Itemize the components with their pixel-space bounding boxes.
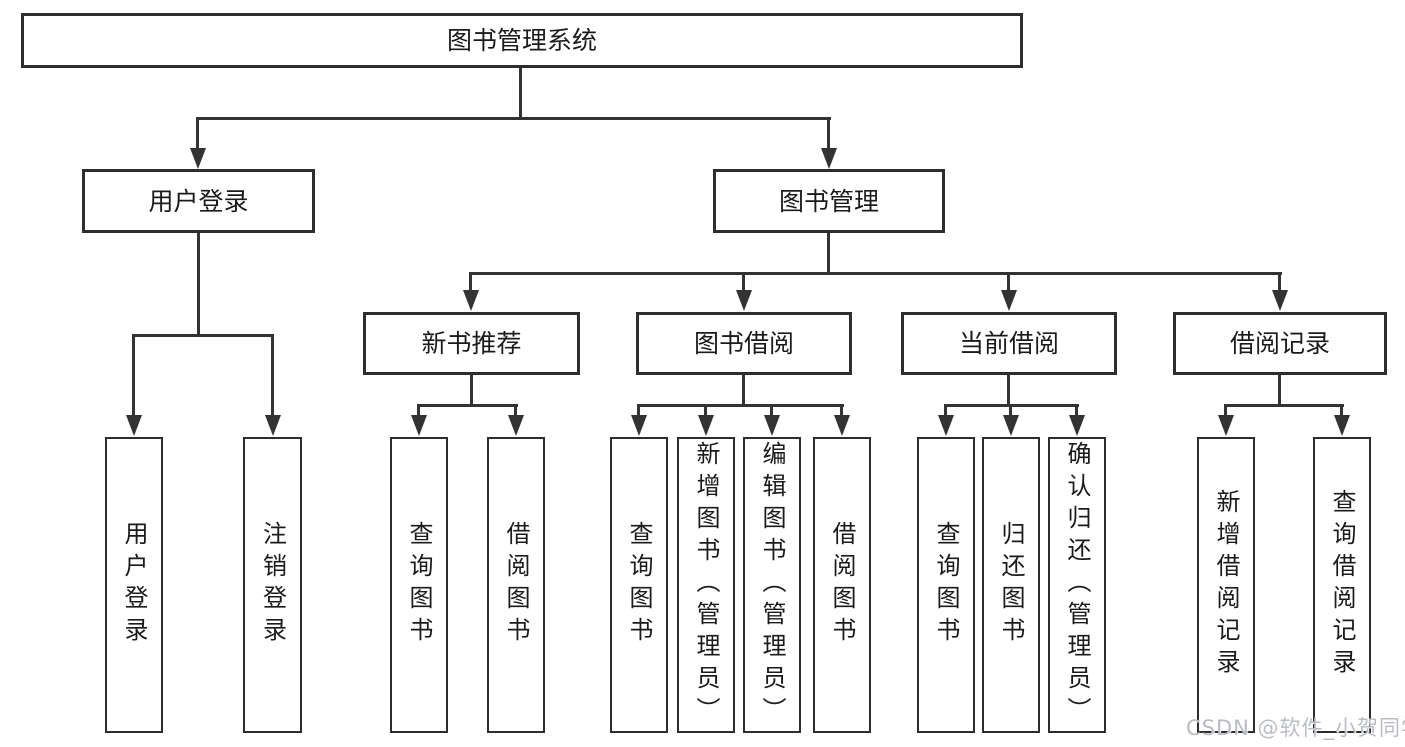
connector-userlogin-branch	[133, 334, 273, 337]
connector-newbook-stub	[470, 375, 473, 406]
connector-newbook-branch	[418, 404, 518, 407]
connector-arrow-borrow-book-1	[507, 404, 524, 436]
node-book-borrowing: 图书借阅	[636, 312, 852, 375]
leaf-borrow-book-borrowing: 借阅图书	[813, 437, 871, 733]
connector-arrow-return-book	[1002, 404, 1019, 436]
connector-arrow-current-borrowing	[1000, 272, 1017, 311]
csdn-watermark: CSDN @软件_小贺同学	[1186, 716, 1405, 740]
connector-root-stub	[519, 66, 522, 118]
connector-arrow-add-record	[1217, 404, 1234, 436]
leaf-add-borrow-record: 新增借阅记录	[1197, 437, 1255, 733]
connector-arrow-book-borrowing	[735, 272, 752, 311]
connector-arrow-new-book	[462, 272, 479, 311]
node-user-login: 用户登录	[82, 169, 315, 233]
connector-arrow-borrow-records	[1271, 272, 1288, 311]
connector-bookmgmt-stub	[827, 233, 830, 274]
leaf-add-book-admin: 新增图书（管理员）	[677, 437, 735, 733]
leaf-query-borrow-record: 查询借阅记录	[1313, 437, 1371, 733]
connector-records-branch	[1225, 404, 1344, 407]
connector-arrow-query-book-1	[410, 404, 427, 436]
connector-arrow-edit-book	[763, 404, 780, 436]
connector-records-stub	[1278, 375, 1281, 406]
connector-arrow-book-management	[820, 117, 837, 169]
leaf-query-book-recommend: 查询图书	[390, 437, 448, 733]
leaf-query-book-borrowing: 查询图书	[610, 437, 668, 733]
connector-current-stub	[1007, 375, 1010, 406]
connector-bookmgmt-branch	[469, 272, 1282, 275]
connector-arrow-leaf-logout	[264, 334, 281, 436]
node-book-management: 图书管理	[713, 169, 945, 233]
connector-arrow-query-book-2	[630, 404, 647, 436]
connector-borrowing-branch	[638, 404, 844, 407]
node-borrowing-records: 借阅记录	[1173, 312, 1387, 375]
connector-arrow-query-record	[1333, 404, 1350, 436]
connector-root-branch	[196, 117, 831, 120]
connector-arrow-confirm-return	[1068, 404, 1085, 436]
leaf-confirm-return-admin: 确认归还（管理员）	[1048, 437, 1106, 733]
leaf-edit-book-admin: 编辑图书（管理员）	[743, 437, 801, 733]
leaf-user-login: 用户登录	[105, 437, 163, 733]
connector-arrow-user-login	[189, 117, 206, 169]
leaf-borrow-book-recommend: 借阅图书	[487, 437, 545, 733]
leaf-logout: 注销登录	[243, 437, 302, 733]
leaf-query-book-current: 查询图书	[917, 437, 975, 733]
node-library-system: 图书管理系统	[21, 13, 1023, 68]
connector-borrowing-stub	[742, 375, 745, 406]
connector-userlogin-stub	[197, 233, 200, 335]
node-current-borrowing: 当前借阅	[901, 312, 1117, 375]
leaf-return-book: 归还图书	[982, 437, 1040, 733]
connector-arrow-borrow-book-2	[833, 404, 850, 436]
connector-arrow-add-book	[697, 404, 714, 436]
connector-current-branch	[945, 404, 1079, 407]
connector-arrow-leaf-user-login	[125, 334, 142, 436]
node-new-book-recommendation: 新书推荐	[363, 312, 580, 375]
connector-arrow-query-book-3	[937, 404, 954, 436]
